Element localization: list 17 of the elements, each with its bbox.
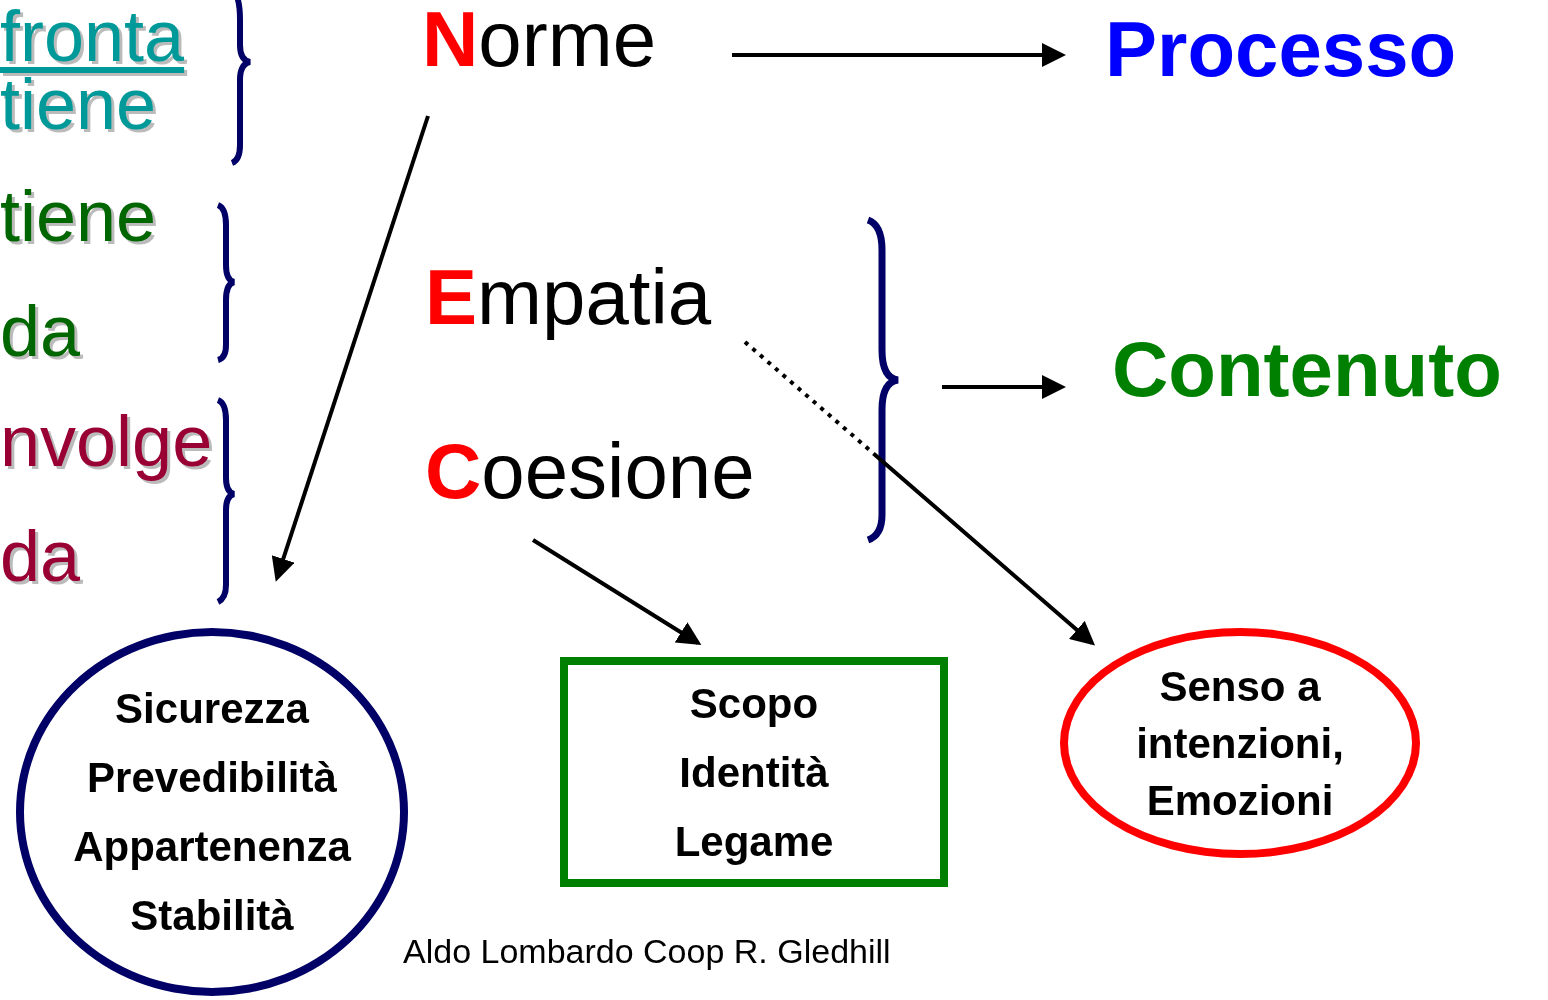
cropped-word: da: [0, 520, 81, 592]
arrow: [732, 43, 1066, 67]
arrow: [743, 340, 1095, 646]
node-text: Senso a intenzioni, Emozioni: [1135, 661, 1345, 826]
node-text: Sicurezza Prevedibilità Appartenenza Stabilità: [72, 684, 352, 941]
term-word: Coesione: [425, 432, 755, 510]
node-text: Scopo Identità Legame: [673, 678, 835, 867]
category-heading: Processo: [1105, 10, 1457, 88]
cropped-word: tiene: [0, 180, 157, 252]
category-heading: Contenuto: [1112, 330, 1502, 408]
arrow: [942, 375, 1066, 399]
cropped-word: da: [0, 295, 81, 367]
credit-text: Aldo Lombardo Coop R. Gledhill: [403, 934, 891, 968]
arrow: [531, 538, 702, 646]
values-box: [560, 657, 948, 887]
term-word: Norme: [422, 0, 657, 78]
arrow: [271, 115, 430, 582]
